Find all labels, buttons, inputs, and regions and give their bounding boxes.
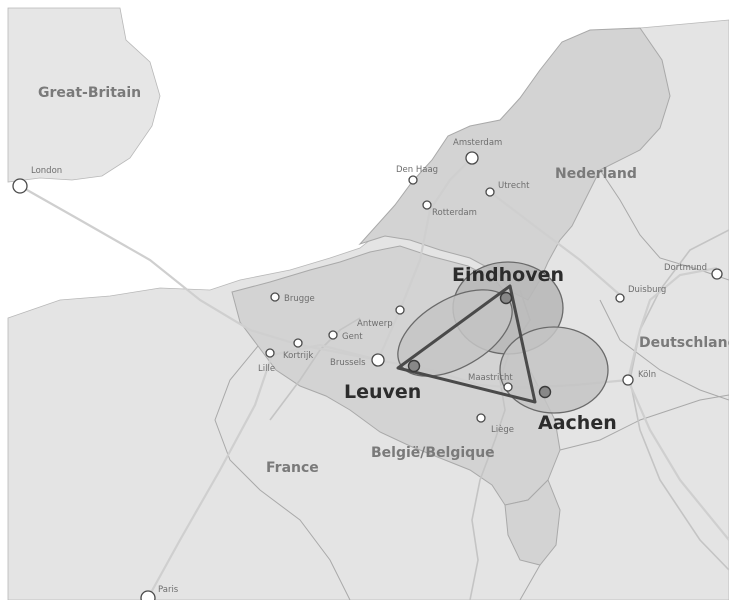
label-liege: Liège: [491, 424, 514, 435]
kortrijk-dot: [293, 338, 303, 348]
network-triangle: [396, 284, 537, 404]
route-koln-south: [626, 379, 729, 541]
rotterdam-dot: [422, 200, 432, 210]
amsterdam-dot: [465, 151, 479, 165]
liege-dot: [476, 413, 486, 423]
den-haag-dot: [408, 175, 418, 185]
label-den-haag: Den Haag: [396, 165, 438, 175]
route-brussels-amsterdam: [376, 157, 473, 361]
lille-dot: [265, 348, 275, 358]
aachen-node: [538, 385, 552, 399]
label-belgie: België/Belgique: [371, 445, 495, 461]
label-france: France: [266, 460, 319, 476]
border-de-east: [599, 299, 729, 401]
label-eindhoven: Eindhoven: [452, 264, 564, 286]
label-rotterdam: Rotterdam: [432, 208, 477, 218]
label-london: London: [31, 166, 62, 176]
border-fr-lux: [519, 564, 541, 600]
border-de-nl: [599, 169, 729, 281]
route-koln-dortmund: [626, 266, 718, 381]
gent-dot: [328, 330, 338, 340]
label-nederland: Nederland: [555, 166, 637, 182]
utrecht-dot: [485, 187, 495, 197]
dortmund-dot: [711, 268, 723, 280]
label-maastricht: Maastricht: [468, 373, 513, 383]
duisburg-dot: [615, 293, 625, 303]
label-lille: Lille: [258, 364, 275, 374]
label-utrecht: Utrecht: [498, 181, 530, 191]
netherlands-land: [358, 27, 671, 301]
label-deutschland: Deutschland: [639, 335, 729, 351]
label-antwerp: Antwerp: [357, 319, 393, 329]
paris-dot: [140, 590, 156, 600]
eindhoven-node: [499, 291, 513, 305]
label-amsterdam: Amsterdam: [453, 138, 502, 148]
label-paris: Paris: [158, 585, 179, 595]
river-scheldt: [269, 317, 361, 421]
aachen-region: [499, 326, 609, 414]
label-dortmund: Dortmund: [664, 263, 707, 273]
label-gent: Gent: [342, 332, 363, 342]
border-fr-be: [214, 345, 351, 600]
label-great-britain: Great-Britain: [38, 85, 141, 101]
label-leuven: Leuven: [344, 381, 421, 403]
label-brussels: Brussels: [330, 358, 366, 368]
label-koln: Köln: [638, 370, 656, 380]
maastricht-dot: [503, 382, 513, 392]
antwerp-dot: [395, 305, 405, 315]
koln-dot: [622, 374, 634, 386]
leuven-node: [407, 359, 421, 373]
route-paris-brussels: [147, 343, 379, 599]
brugge-dot: [270, 292, 280, 302]
border-de-be: [559, 394, 729, 451]
label-kortrijk: Kortrijk: [283, 351, 313, 361]
label-duisburg: Duisburg: [628, 285, 666, 295]
london-dot: [12, 178, 28, 194]
great-britain-land: [7, 7, 161, 183]
luxembourg-land: [504, 479, 561, 566]
label-brugge: Brugge: [284, 294, 315, 304]
brussels-dot: [371, 353, 385, 367]
route-utrecht-duisburg: [489, 191, 621, 296]
label-aachen: Aachen: [538, 412, 617, 434]
